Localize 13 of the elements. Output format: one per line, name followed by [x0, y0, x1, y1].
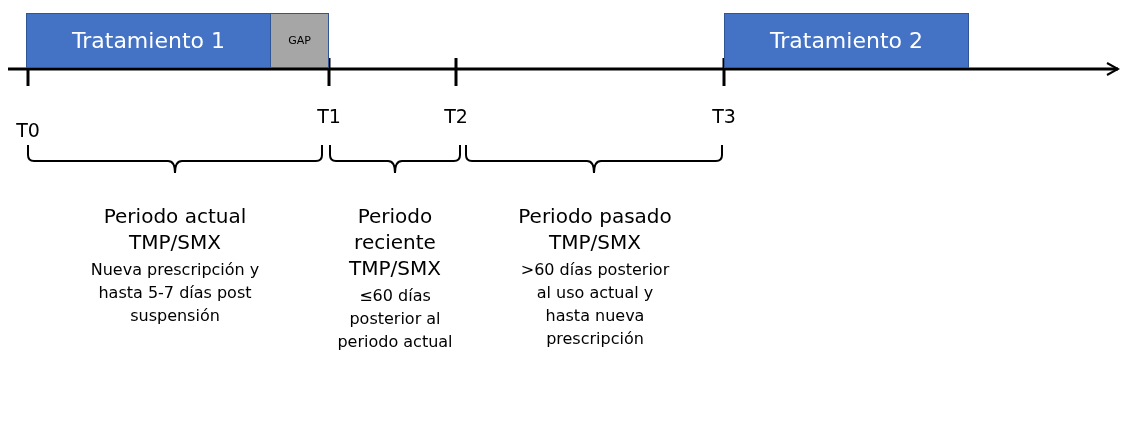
time-point-label: T3	[711, 104, 737, 128]
time-point-label: T2	[443, 104, 469, 128]
period-description: ≤60 días posterior al periodo actual	[336, 285, 454, 353]
treatment-bar: Tratamiento 2	[724, 13, 969, 68]
time-point-label: T0	[15, 118, 41, 142]
period-description: >60 días posterior al uso actual y hasta nueva prescripción	[519, 259, 671, 350]
period-title: Periodo actual TMP/SMX	[102, 203, 248, 255]
period-title: Periodo pasado TMP/SMX	[517, 203, 673, 255]
time-point-label: T1	[316, 104, 342, 128]
period-description: Nueva prescripción y hasta 5-7 días post suspensión	[89, 259, 261, 327]
period-title: Periodo reciente TMP/SMX	[348, 203, 442, 281]
treatment-bar: Tratamiento 1	[26, 13, 271, 68]
gap-bar: GAP	[270, 13, 329, 68]
